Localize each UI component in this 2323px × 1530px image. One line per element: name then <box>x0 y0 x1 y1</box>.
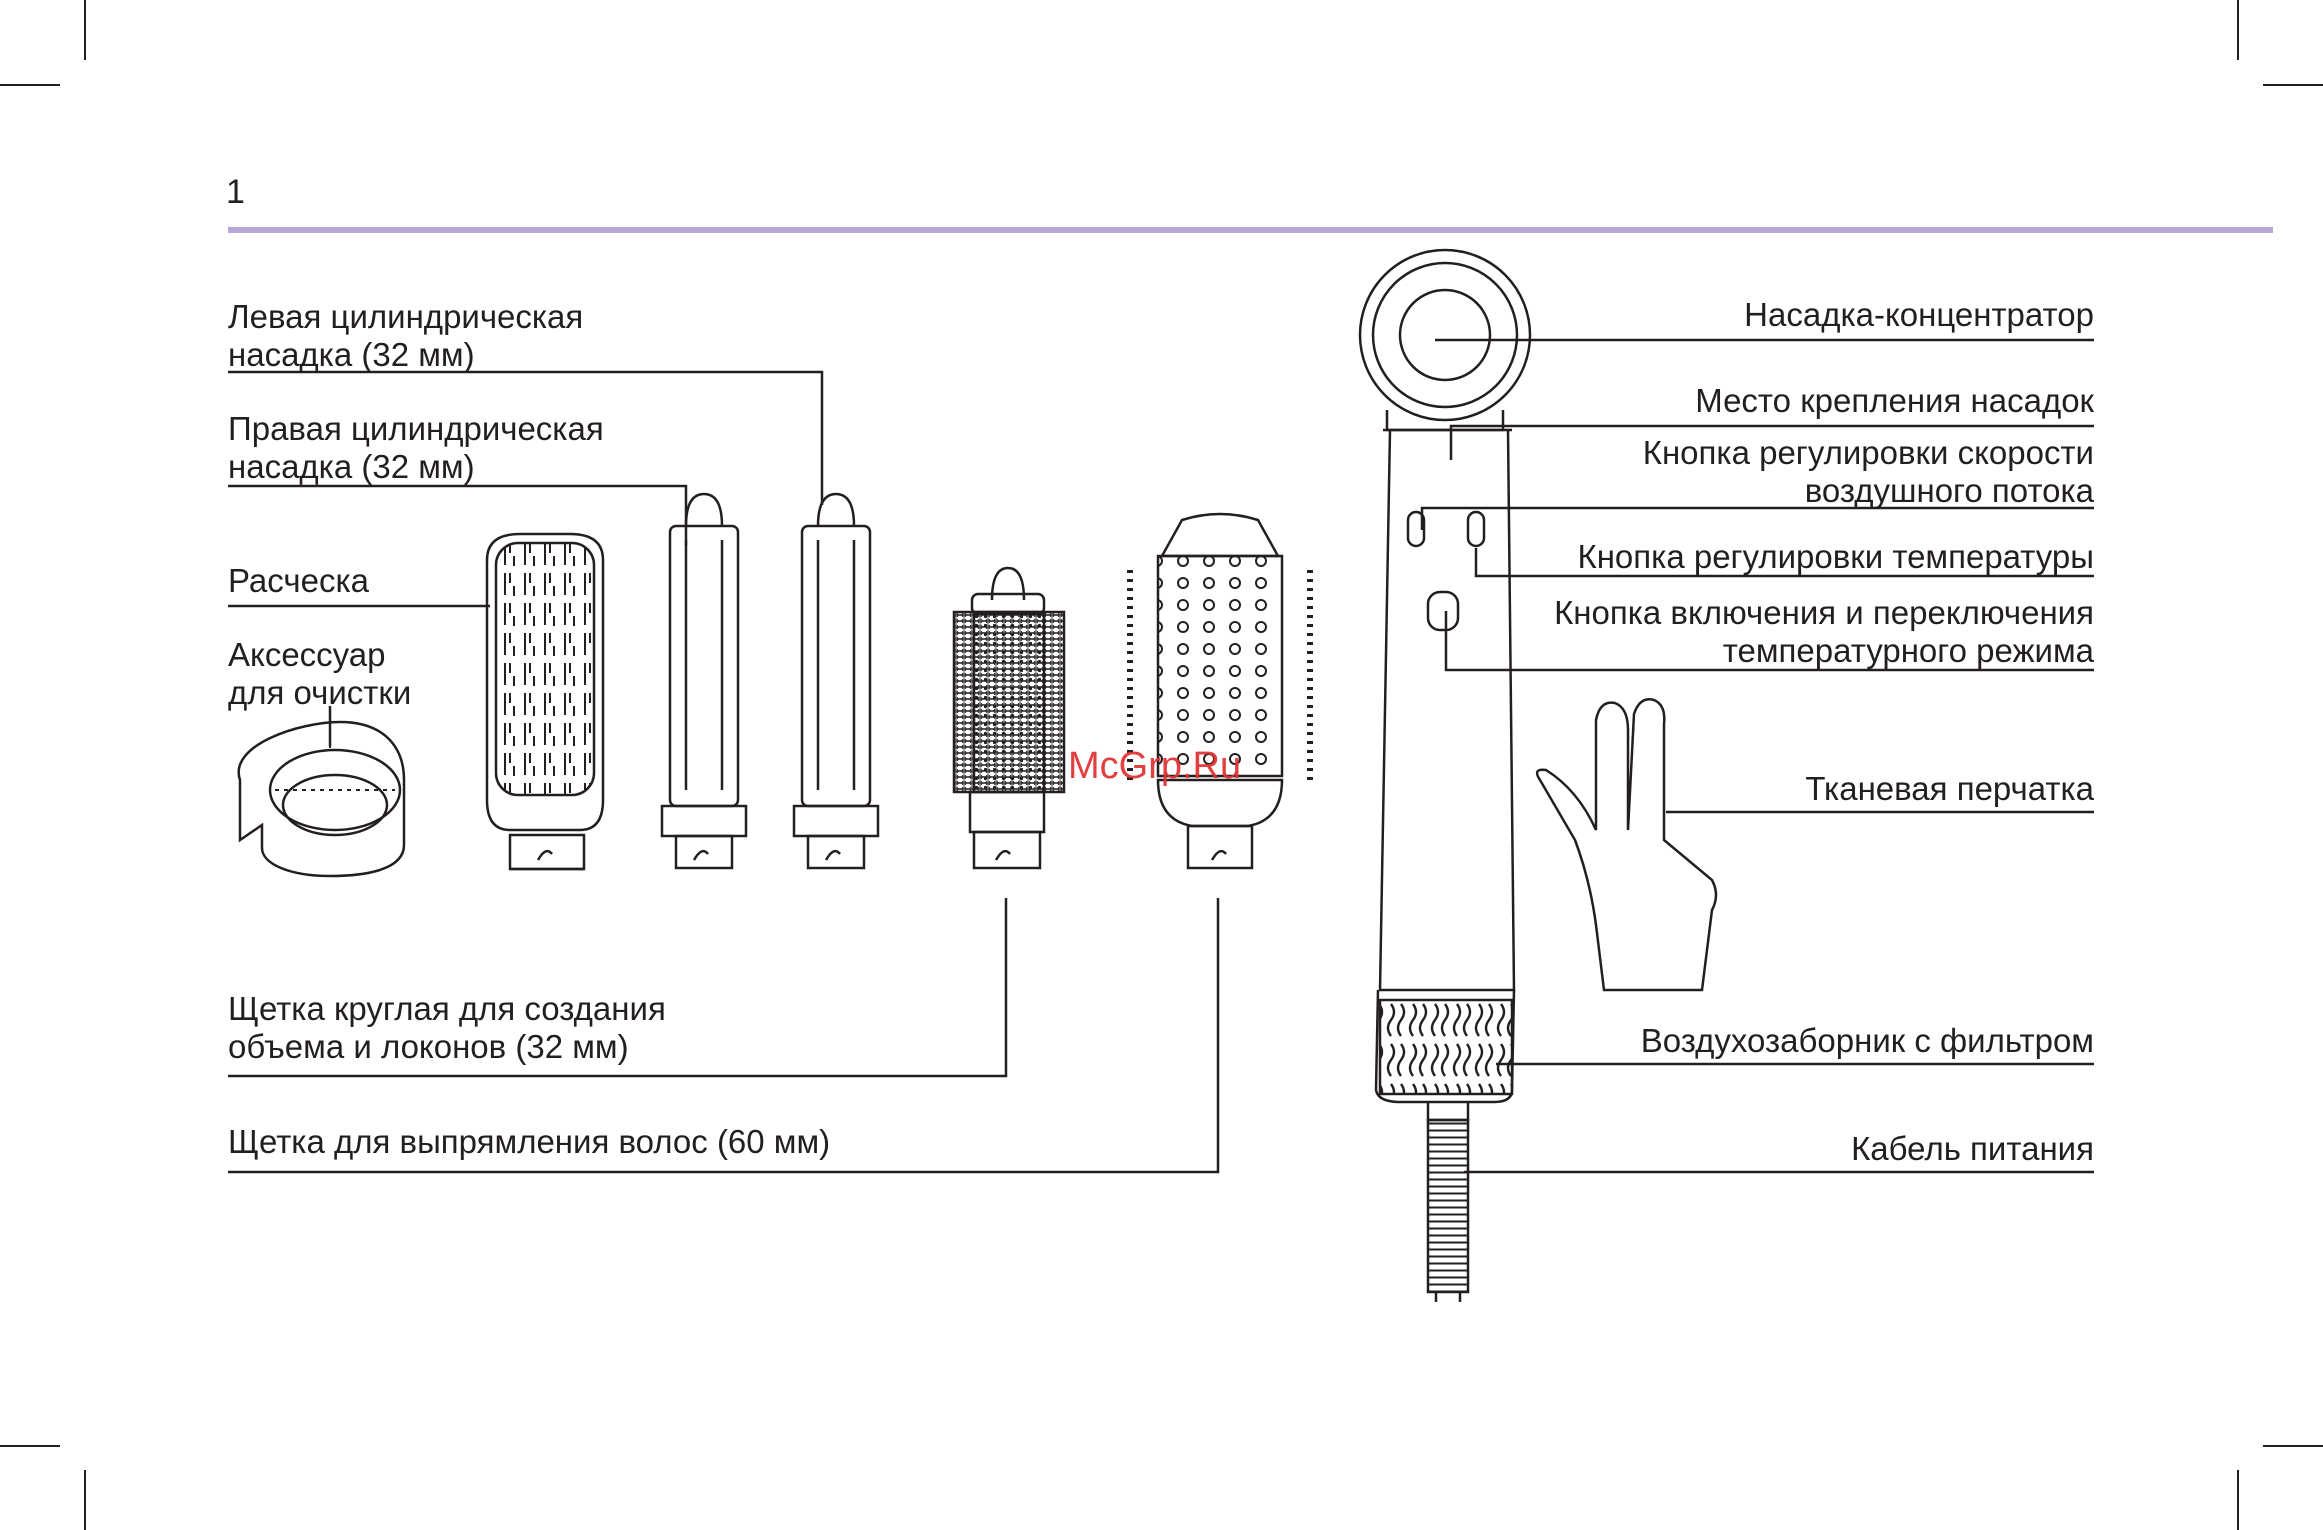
comb-icon <box>485 532 605 871</box>
label-line: Кнопка регулировки скорости <box>1642 434 2094 471</box>
crop-mark <box>84 0 86 60</box>
round-brush-icon <box>952 566 1066 870</box>
watermark: McGrp.Ru <box>1068 745 1242 787</box>
cylinder-left-icon <box>792 492 880 870</box>
label-right-cylinder: Правая цилиндрическая насадка (32 мм) <box>228 410 604 486</box>
leader-power <box>1444 611 2094 672</box>
label-line: Левая цилиндрическая <box>228 298 584 335</box>
label-intake: Воздухозаборник с фильтром <box>1640 1022 2094 1059</box>
crop-mark <box>0 84 60 86</box>
cylinder-right-icon <box>660 492 748 870</box>
label-comb: Расческа <box>228 562 369 599</box>
label-line: Правая цилиндрическая <box>228 410 604 447</box>
label-glove: Тканевая перчатка <box>1805 770 2094 807</box>
leader-speed <box>1420 506 2094 530</box>
label-left-cylinder: Левая цилиндрическая насадка (32 мм) <box>228 298 583 374</box>
label-line: для очистки <box>228 674 412 711</box>
crop-mark <box>2263 1445 2323 1447</box>
label-cable: Кабель питания <box>1851 1130 2094 1167</box>
label-line: воздушного потока <box>1804 472 2094 509</box>
label-line: Кнопка включения и переключения <box>1554 594 2094 631</box>
leader-right-cylinder <box>228 484 688 545</box>
label-straight-brush: Щетка для выпрямления волос (60 мм) <box>228 1123 831 1160</box>
label-concentrator: Насадка-концентратор <box>1744 296 2094 333</box>
label-line: температурного режима <box>1722 632 2094 669</box>
leader-lines <box>228 338 2094 1174</box>
label-power-button: Кнопка включения и переключения температ… <box>1554 594 2094 670</box>
crop-mark <box>0 1445 60 1447</box>
crop-mark <box>2237 0 2239 60</box>
glove-icon <box>1535 698 1718 992</box>
label-line: насадка (32 мм) <box>228 448 475 485</box>
leader-round-brush <box>228 898 1008 1078</box>
label-temp-button: Кнопка регулировки температуры <box>1577 538 2094 575</box>
header-rule <box>228 227 2273 233</box>
leader-temp <box>1474 548 2094 578</box>
cleaning-ring-icon <box>237 708 406 878</box>
leader-straight-brush <box>228 898 1220 1174</box>
label-line: объема и локонов (32 мм) <box>228 1028 629 1065</box>
leader-mount <box>1449 424 2094 460</box>
power-cable-icon <box>1426 1102 1470 1302</box>
crop-mark <box>2237 1470 2239 1530</box>
crop-mark <box>84 1470 86 1530</box>
label-cleaning: Аксессуар для очистки <box>228 636 411 712</box>
label-speed-button: Кнопка регулировки скорости воздушного п… <box>1643 434 2094 510</box>
straight-brush-icon <box>1127 512 1313 870</box>
styler-body-icon <box>1358 248 1532 1104</box>
page-number: 1 <box>226 173 245 211</box>
label-round-brush: Щетка круглая для создания объема и локо… <box>228 990 666 1066</box>
label-line: насадка (32 мм) <box>228 336 475 373</box>
leader-left-cylinder <box>228 370 824 505</box>
label-line: Щетка круглая для создания <box>228 990 666 1027</box>
crop-mark <box>2263 84 2323 86</box>
label-mount: Место крепления насадок <box>1695 382 2094 419</box>
label-line: Аксессуар <box>228 636 386 673</box>
